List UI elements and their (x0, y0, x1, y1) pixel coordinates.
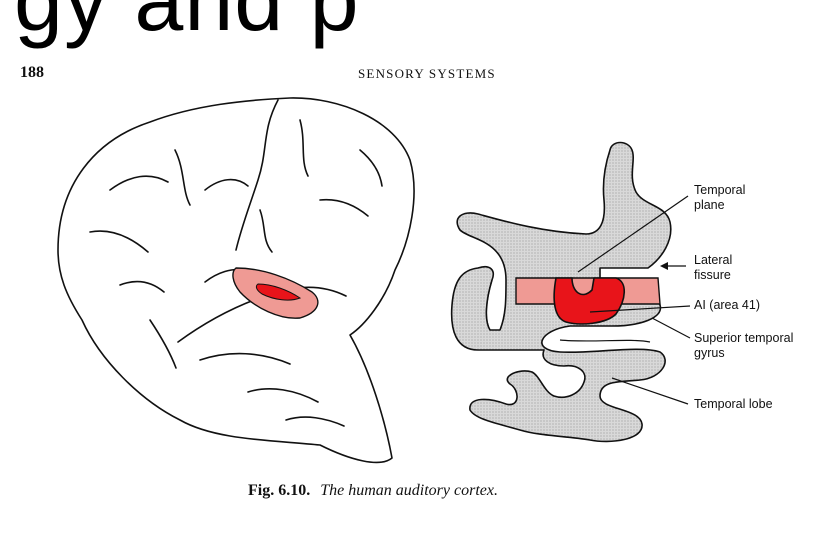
callout-temporal-plane: Temporal plane (694, 183, 745, 213)
coronal-section (452, 143, 671, 442)
caption-text: The human auditory cortex. (320, 482, 498, 499)
callout-lateral-fissure: Lateral fissure (694, 253, 732, 283)
callout-temporal-plane-line1: Temporal (694, 183, 745, 198)
figure-caption: Fig. 6.10. The human auditory cortex. (248, 482, 498, 500)
callout-temporal-plane-line2: plane (694, 198, 745, 213)
callout-lateral-fissure-line1: Lateral (694, 253, 732, 268)
callout-superior-temporal-line1: Superior temporal (694, 331, 793, 346)
callout-superior-temporal-gyrus: Superior temporal gyrus (694, 331, 793, 361)
callout-superior-temporal-line2: gyrus (694, 346, 793, 361)
callout-temporal-lobe: Temporal lobe (694, 397, 773, 412)
caption-number: Fig. 6.10. (248, 482, 310, 499)
callout-ai-area41: AI (area 41) (694, 298, 760, 313)
callout-lateral-fissure-line2: fissure (694, 268, 732, 283)
